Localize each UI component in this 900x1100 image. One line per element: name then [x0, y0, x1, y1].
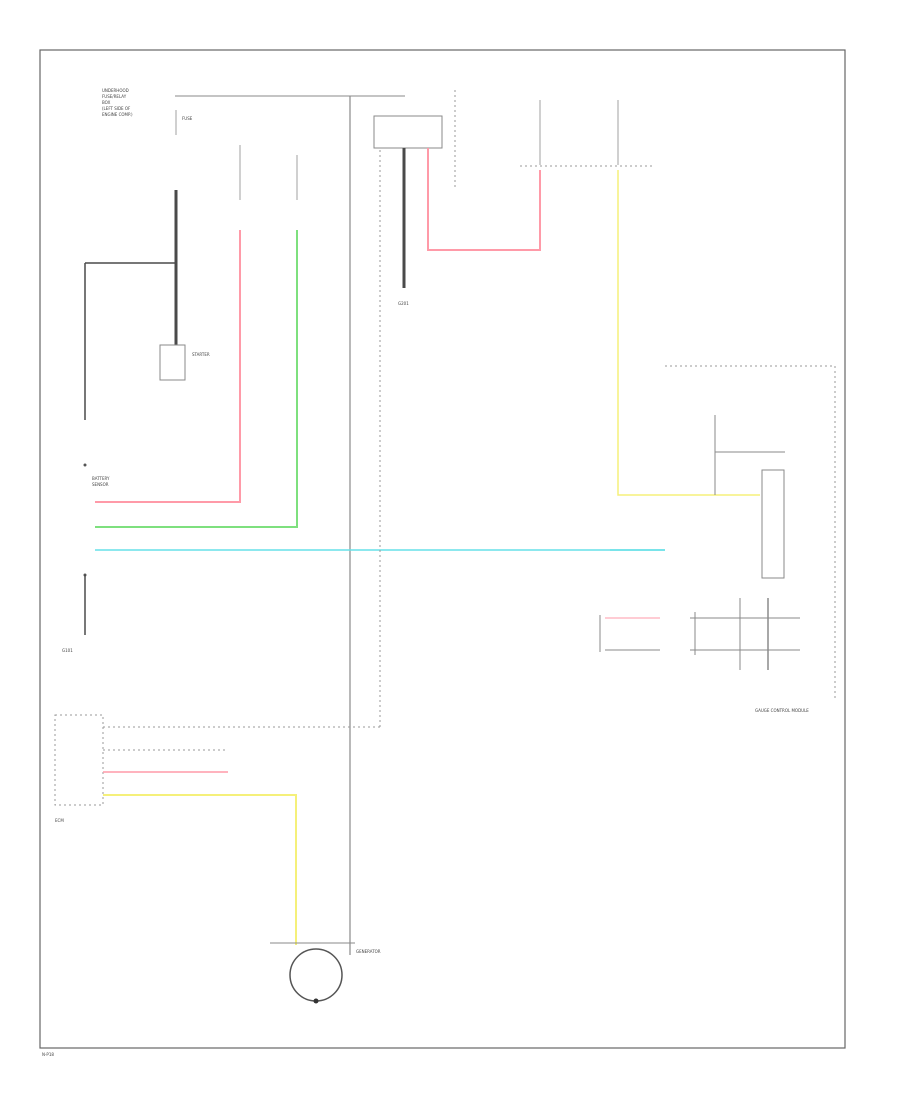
wire-green-left [95, 230, 298, 528]
ecm-wire-yellow [103, 794, 297, 945]
wire-red-left [95, 230, 241, 503]
gauge-component [761, 469, 785, 579]
svg-text:BATTERY: BATTERY [92, 476, 110, 481]
generator-symbol [289, 948, 343, 1002]
svg-text:ENGINE COMP.): ENGINE COMP.) [102, 112, 133, 117]
battery-sensor: BATTERY SENSOR [83, 463, 110, 577]
svg-text:(LEFT SIDE OF: (LEFT SIDE OF [102, 106, 131, 111]
starter-label: STARTER [192, 352, 210, 357]
ecm-box [54, 714, 104, 806]
footer-code: N-P18 [42, 1052, 54, 1057]
generator-ground-dot [313, 998, 319, 1004]
svg-text:UNDERHOOD: UNDERHOOD [102, 88, 129, 93]
ecm-label: ECM [55, 818, 64, 823]
gauge-module-label: GAUGE CONTROL MODULE [755, 708, 809, 713]
svg-text:SENSOR: SENSOR [92, 482, 109, 487]
wire-yellow-right [617, 170, 760, 496]
svg-text:FUSE: FUSE [182, 116, 193, 121]
ground-center-label: G201 [398, 301, 409, 306]
generator-label: GENERATOR [356, 949, 381, 954]
svg-text:FUSE/RELAY: FUSE/RELAY [102, 94, 127, 99]
diagram-frame [39, 49, 846, 1049]
svg-text:BOX: BOX [102, 100, 111, 105]
starter-box [159, 344, 186, 381]
wire-red-relay [427, 148, 541, 251]
ground-left-label: G101 [62, 648, 73, 653]
relay-box [373, 115, 443, 149]
gauge-module-border [665, 365, 836, 700]
right-lower-connector [599, 598, 800, 670]
fuse-left: UNDERHOOD FUSE/RELAY BOX (LEFT SIDE OF E… [102, 88, 193, 135]
